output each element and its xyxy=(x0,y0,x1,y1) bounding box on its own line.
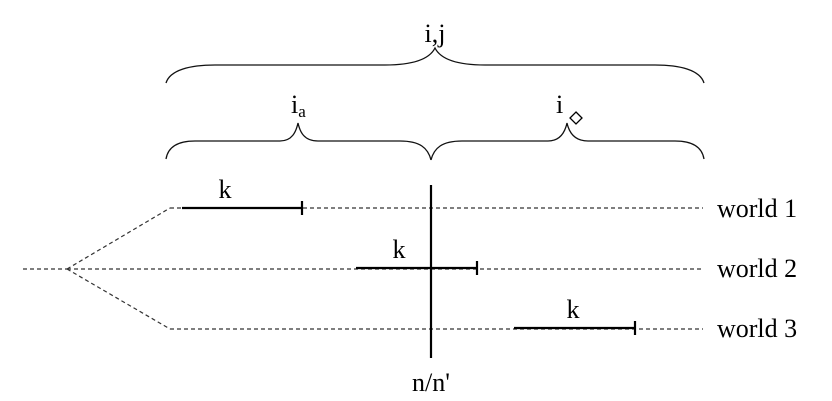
interval-world-2 xyxy=(356,261,479,275)
interval-world-3 xyxy=(514,321,637,335)
outer-brace-label: i,j xyxy=(425,19,446,48)
interval-label-world-2: k xyxy=(393,235,406,264)
interval-label-world-3: k xyxy=(567,295,580,324)
left-sub-brace-label: ia xyxy=(291,90,306,121)
outer-brace xyxy=(165,46,705,84)
now-marker-label: n/n' xyxy=(412,368,450,397)
right-sub-brace xyxy=(430,122,705,161)
world-label-2: world 2 xyxy=(717,254,797,283)
world-label-3: world 3 xyxy=(717,314,797,343)
branch-world-1 xyxy=(66,207,171,270)
branch-world-3 xyxy=(66,268,171,330)
diamond-icon xyxy=(569,111,583,125)
interval-label-world-1: k xyxy=(219,175,232,204)
left-sub-brace xyxy=(165,122,432,161)
right-sub-brace-label: i xyxy=(556,90,563,119)
world-label-1: world 1 xyxy=(717,194,797,223)
interval-world-1 xyxy=(182,201,304,215)
